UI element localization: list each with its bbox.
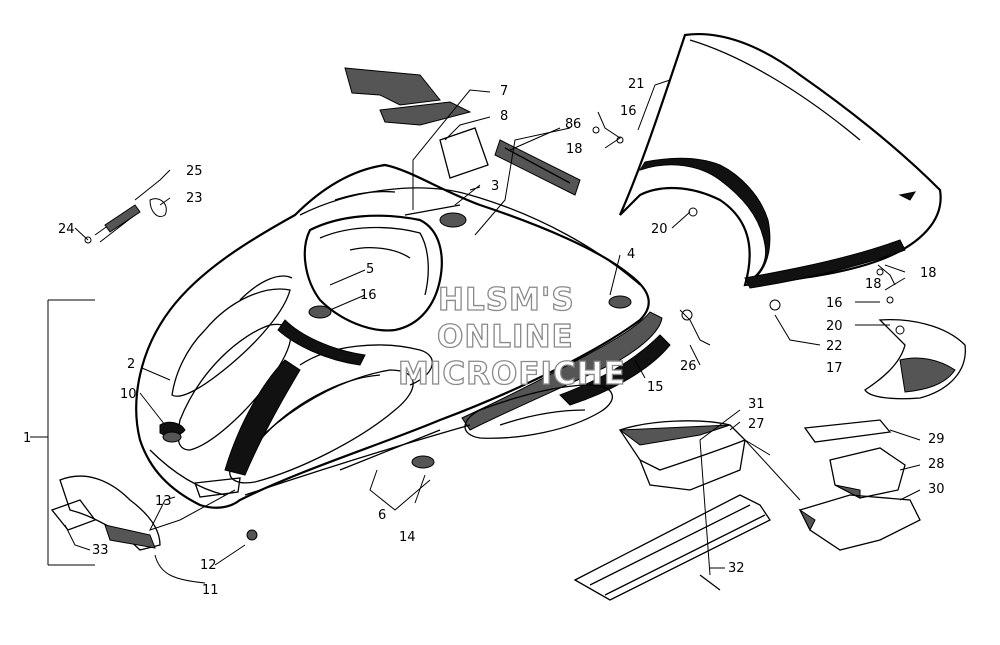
callout-23: 23 bbox=[186, 191, 203, 206]
callout-7: 7 bbox=[500, 84, 508, 99]
callout-11: 11 bbox=[202, 583, 219, 598]
callout-12: 12 bbox=[200, 558, 217, 573]
callout-25: 25 bbox=[186, 164, 203, 179]
callout-6-lower: 6 bbox=[378, 508, 386, 523]
callout-20-upper: 20 bbox=[651, 222, 668, 237]
callout-21: 21 bbox=[628, 77, 645, 92]
callout-4: 4 bbox=[627, 247, 635, 262]
callout-6-upper: 6 bbox=[573, 117, 581, 132]
callout-27: 27 bbox=[748, 417, 765, 432]
side-trays bbox=[50, 126, 966, 601]
callout-3: 3 bbox=[491, 179, 499, 194]
callout-17: 17 bbox=[826, 361, 843, 376]
callout-28: 28 bbox=[928, 457, 945, 472]
callout-18-top: 18 bbox=[566, 142, 583, 157]
vent-decals bbox=[344, 67, 581, 196]
callout-20-lower: 20 bbox=[826, 319, 843, 334]
callout-33: 33 bbox=[92, 543, 109, 558]
callout-32: 32 bbox=[728, 561, 745, 576]
callout-30: 30 bbox=[928, 482, 945, 497]
callout-5: 5 bbox=[366, 262, 374, 277]
windshield bbox=[618, 33, 942, 289]
callout-24: 24 bbox=[58, 222, 75, 237]
watermark-line-3: MICROFICHE bbox=[398, 356, 626, 392]
callout-1: 1 bbox=[23, 431, 31, 446]
callout-18-mid: 18 bbox=[865, 277, 882, 292]
leader-lines bbox=[30, 79, 921, 584]
watermark-line-2: ONLINE bbox=[437, 319, 574, 355]
callout-labels: 1 2 3 4 5 6 6 7 8 8 10 11 12 13 14 15 16… bbox=[23, 77, 945, 598]
watermark: HLSM'S ONLINE MICROFICHE bbox=[397, 281, 626, 392]
callout-2: 2 bbox=[127, 357, 135, 372]
callout-29: 29 bbox=[928, 432, 945, 447]
callout-8-right: 8 bbox=[565, 117, 573, 132]
callout-13: 13 bbox=[155, 494, 172, 509]
callout-18-right: 18 bbox=[920, 266, 937, 281]
callout-22: 22 bbox=[826, 339, 843, 354]
watermark-line-1: HLSM'S bbox=[438, 282, 575, 318]
callout-16-hood: 16 bbox=[360, 288, 377, 303]
callout-16-top: 16 bbox=[620, 104, 637, 119]
callout-15: 15 bbox=[647, 380, 664, 395]
hood-assembly bbox=[135, 163, 671, 509]
callout-10: 10 bbox=[120, 387, 137, 402]
callout-16-right: 16 bbox=[826, 296, 843, 311]
callout-8-left: 8 bbox=[500, 109, 508, 124]
callout-31: 31 bbox=[748, 397, 765, 412]
callout-26: 26 bbox=[680, 359, 697, 374]
callout-14: 14 bbox=[399, 530, 416, 545]
